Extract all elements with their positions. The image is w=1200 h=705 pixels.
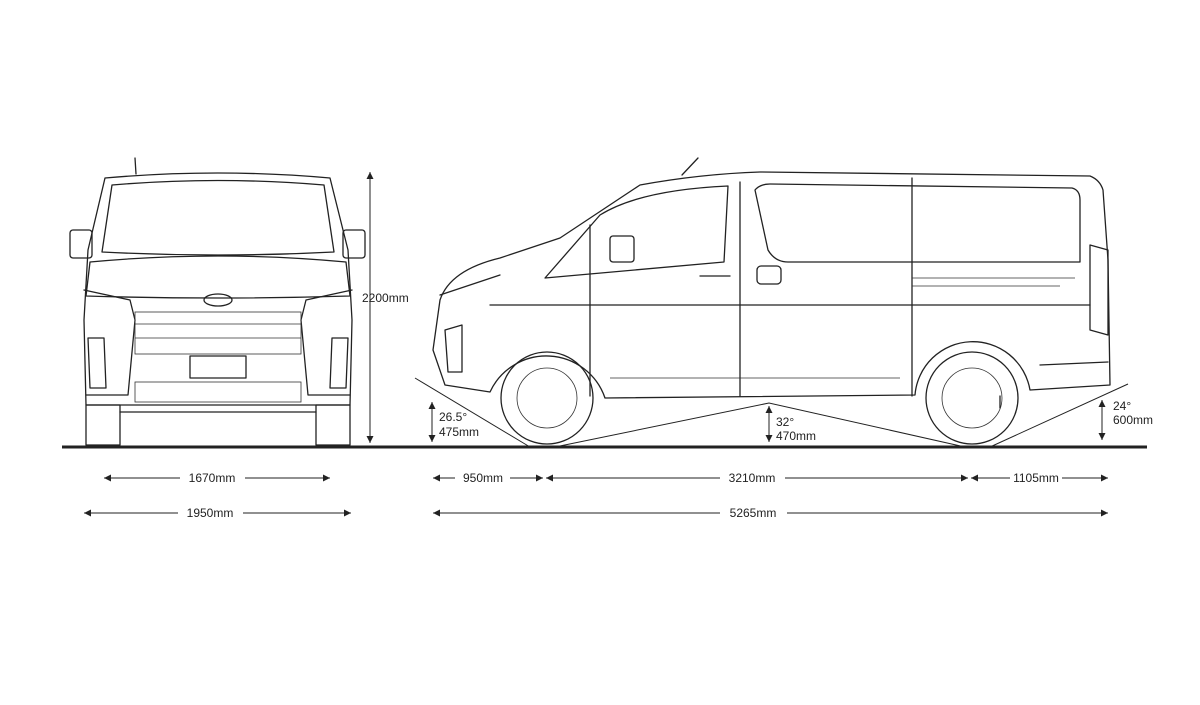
dimension-lines xyxy=(84,172,1108,517)
wheelbase-label: 3210mm xyxy=(729,471,776,485)
track-width-label: 1670mm xyxy=(189,471,236,485)
rear-overhang-label: 1105mm xyxy=(1013,471,1059,485)
departure-angle-label: 24° xyxy=(1113,399,1131,413)
front-view-van xyxy=(69,157,366,446)
overall-height-label: 2200mm xyxy=(362,291,409,305)
ramp-clearance-label: 470mm xyxy=(776,429,816,443)
overall-length-label: 5265mm xyxy=(730,506,777,520)
ramp-angle-label: 32° xyxy=(776,415,794,429)
angle-lines xyxy=(414,377,1129,448)
rear-clearance-label: 600mm xyxy=(1113,413,1153,427)
dimension-labels: 2200mm 1670mm 1950mm 26.5° 475mm 32° 470… xyxy=(187,291,1153,520)
rear-wheel xyxy=(925,351,1019,445)
front-wheel xyxy=(500,351,594,445)
side-view-van xyxy=(432,157,1111,445)
approach-angle-label: 26.5° xyxy=(439,410,467,424)
front-overhang-label: 950mm xyxy=(463,471,503,485)
overall-width-label: 1950mm xyxy=(187,506,234,520)
front-clearance-label: 475mm xyxy=(439,425,479,439)
